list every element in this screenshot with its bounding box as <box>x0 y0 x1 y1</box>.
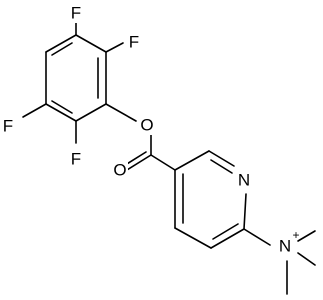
bond-ring1-inner-3 <box>51 42 73 56</box>
bond-ring2-c4-c5 <box>210 228 245 249</box>
oxygen-ester-label: O <box>140 115 153 134</box>
bond-ring1-inner-2 <box>51 100 73 114</box>
bond-ring1-c3-c4 <box>75 103 107 122</box>
bond-carbonyl-ring <box>150 154 176 171</box>
bond-ring1-c6-c1 <box>45 34 77 53</box>
fluorine-left-label: F <box>3 116 13 135</box>
fluorine-right-upper-label: F <box>129 32 139 51</box>
bond-ring2-inner-3 <box>210 159 233 174</box>
f-left-label-bg <box>1 118 15 136</box>
f-right-upper-label-bg <box>127 34 141 52</box>
fluorine-top-label: F <box>71 3 81 22</box>
bond-carbonyl-double-1 <box>126 154 152 171</box>
bond-ring2-inner-2 <box>212 223 239 240</box>
f-bottom-label-bg <box>69 151 83 169</box>
bond-ring1-c1-c2 <box>75 34 107 53</box>
bond-ring2-n-c4 <box>243 193 247 230</box>
bond-ring2-c1-c2 <box>174 150 210 171</box>
nitrogen-ring-label-bg <box>236 172 252 190</box>
nitrogen-ammonium-label: N <box>279 236 291 255</box>
bond-ammonium-methyl-lower <box>297 252 316 266</box>
nitrogen-ammonium-label-bg <box>276 237 294 257</box>
bond-ring-to-ammonium <box>243 228 271 246</box>
bond-ammonium-methyl-upper <box>297 230 316 242</box>
oxygen-carbonyl-label-bg <box>112 162 128 180</box>
bond-f-right-upper <box>105 42 124 53</box>
oxygen-carbonyl-label: O <box>113 160 126 179</box>
bond-f-left <box>22 103 47 118</box>
nitrogen-ring-label: N <box>238 170 250 189</box>
bond-ring2-c2-n <box>208 150 235 167</box>
f-top-label-bg <box>69 5 83 23</box>
positive-charge-label: + <box>292 228 299 242</box>
bond-ring1-c4-c5 <box>45 103 77 122</box>
bond-ring2-c5-c6 <box>174 227 212 249</box>
oxygen-ester-label-bg <box>139 117 155 135</box>
fluorine-bottom-label: F <box>71 149 81 168</box>
bond-aryl-o <box>105 103 137 122</box>
